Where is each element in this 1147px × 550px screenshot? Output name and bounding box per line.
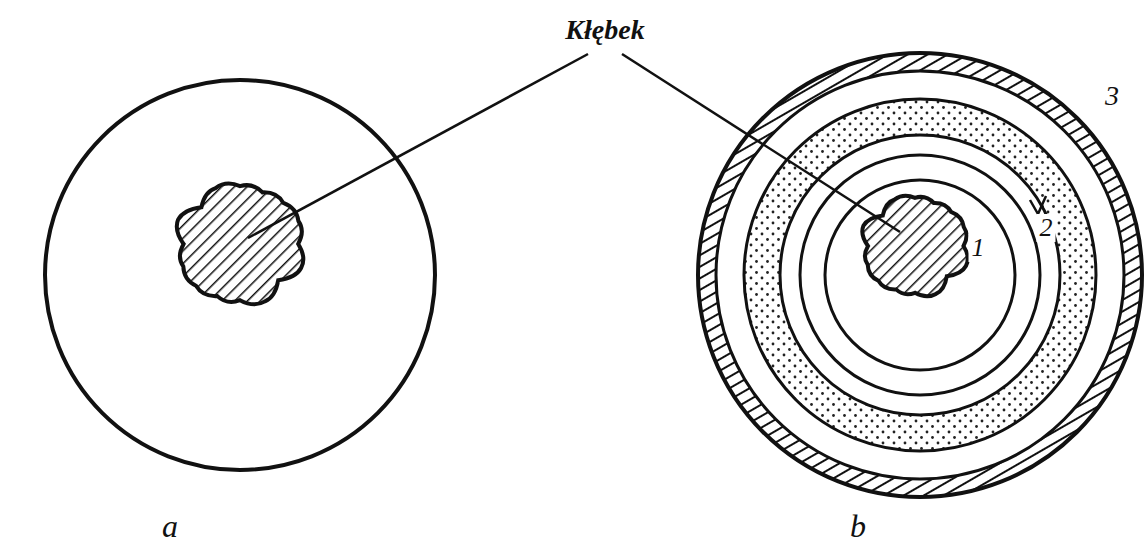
ring-line	[825, 180, 1015, 370]
ring-line	[716, 71, 1124, 479]
clump-outline	[862, 196, 967, 297]
leader-label: Kłębek	[565, 16, 644, 44]
cell-outline	[45, 80, 435, 470]
figure-letter: b	[850, 510, 866, 542]
tick-mark	[1030, 196, 1046, 214]
clump-blob	[177, 184, 304, 305]
callout-number: 3	[1105, 82, 1119, 110]
dotted-ring	[762, 117, 1078, 433]
ring-line	[780, 135, 1060, 415]
callout-number: 2	[1037, 214, 1056, 242]
clump-blob	[862, 196, 967, 297]
callout-number: 1	[969, 234, 988, 262]
hatched-ring	[707, 62, 1133, 488]
leader-line	[248, 54, 588, 238]
leader-line	[622, 54, 900, 232]
ring-line	[744, 99, 1096, 451]
figure-letter: a	[162, 510, 178, 542]
clump-outline	[177, 184, 304, 305]
outer-ring	[698, 53, 1142, 497]
